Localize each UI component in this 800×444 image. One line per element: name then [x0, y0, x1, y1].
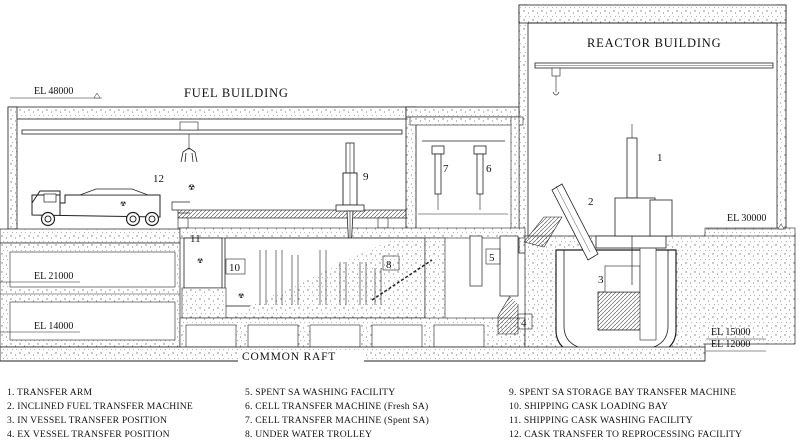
callout-5: 5 — [489, 252, 495, 264]
radiation-symbol: ☢ — [188, 183, 195, 192]
legend-item: 11. SHIPPING CASK WASHING FACILITY — [509, 415, 693, 426]
radiation-symbol: ☢ — [197, 257, 203, 265]
el-15000-label: EL 15000 — [711, 327, 750, 338]
reactor-crane — [534, 62, 774, 96]
reactor-building-walls — [518, 4, 787, 254]
reactor-right-floor: EL 30000 EL 15000 EL 12000 — [704, 213, 796, 352]
el-48000-marker: EL 48000 — [10, 86, 102, 99]
callout-3: 3 — [598, 274, 604, 286]
callout-1: 1 — [657, 152, 663, 164]
common-raft-label: COMMON RAFT — [242, 351, 336, 363]
callout-numbers: 1 2 3 4 5 6 7 8 9 10 11 12 — [153, 152, 663, 329]
legend-item: 9. SPENT SA STORAGE BAY TRANSFER MACHINE — [509, 387, 737, 398]
transport-truck: ☢ — [31, 188, 161, 227]
legend-column-3: 9. SPENT SA STORAGE BAY TRANSFER MACHINE… — [509, 386, 742, 442]
fuel-building-label: FUEL BUILDING — [184, 86, 289, 100]
legend-column-1: 1. TRANSFER ARM 2. INCLINED FUEL TRANSFE… — [7, 386, 193, 442]
callout-6: 6 — [486, 163, 492, 175]
legend-item: 1. TRANSFER ARM — [7, 387, 93, 398]
legend-item: 12. CASK TRANSFER TO REPROCESSING FACILI… — [509, 429, 743, 440]
transfer-arm — [614, 124, 673, 285]
cask-washing-facility: ☢ — [181, 237, 227, 319]
legend-item: 4. EX VESSEL TRANSFER POSITION — [7, 429, 170, 440]
fuel-handling-diagram: REACTOR BUILDING FUEL BUILDING EL 48000 — [0, 4, 796, 363]
callout-11: 11 — [190, 233, 201, 245]
legend-item: 2. INCLINED FUEL TRANSFER MACHINE — [7, 401, 193, 412]
legend: 1. TRANSFER ARM 2. INCLINED FUEL TRANSFE… — [0, 386, 800, 444]
reactor-vault — [524, 233, 796, 357]
reactor-building-label: REACTOR BUILDING — [587, 36, 721, 50]
legend-item: 3. IN VESSEL TRANSFER POSITION — [7, 415, 168, 426]
cell-transfer-machines — [418, 140, 508, 215]
callout-7: 7 — [443, 163, 449, 175]
callout-12: 12 — [153, 173, 164, 185]
el-14000-label: EL 14000 — [34, 321, 73, 332]
el-12000-label: EL 12000 — [711, 339, 750, 350]
callout-4: 4 — [521, 317, 527, 329]
radiation-symbol: ☢ — [238, 292, 244, 300]
spent-sa-washing-facility — [469, 235, 519, 335]
callout-8: 8 — [386, 259, 392, 271]
el-30000-label: EL 30000 — [727, 213, 766, 224]
inclined-fuel-transfer-machine — [523, 183, 599, 261]
radiation-symbol: ☢ — [120, 200, 126, 208]
callout-9: 9 — [363, 171, 369, 183]
legend-item: 7. CELL TRANSFER MACHINE (Spent SA) — [245, 415, 429, 426]
legend-item: 8. UNDER WATER TROLLEY — [245, 429, 373, 440]
fuel-building-basement: EL 21000 EL 14000 — [0, 242, 181, 348]
legend-item: 5. SPENT SA WASHING FACILITY — [245, 387, 396, 398]
fuel-building-crane — [21, 121, 403, 163]
callout-10: 10 — [229, 262, 241, 274]
legend-item: 10. SHIPPING CASK LOADING BAY — [509, 401, 669, 412]
legend-column-2: 5. SPENT SA WASHING FACILITY 6. CELL TRA… — [245, 386, 429, 442]
legend-item: 6. CELL TRANSFER MACHINE (Fresh SA) — [245, 401, 429, 412]
el-48000-label: EL 48000 — [34, 86, 73, 97]
storage-pool: ☢ — [224, 237, 446, 321]
fuel-building-walls — [7, 106, 524, 233]
callout-2: 2 — [588, 196, 594, 208]
operating-floor — [0, 201, 526, 244]
el-21000-label: EL 21000 — [34, 271, 73, 282]
common-raft: COMMON RAFT — [0, 346, 706, 363]
